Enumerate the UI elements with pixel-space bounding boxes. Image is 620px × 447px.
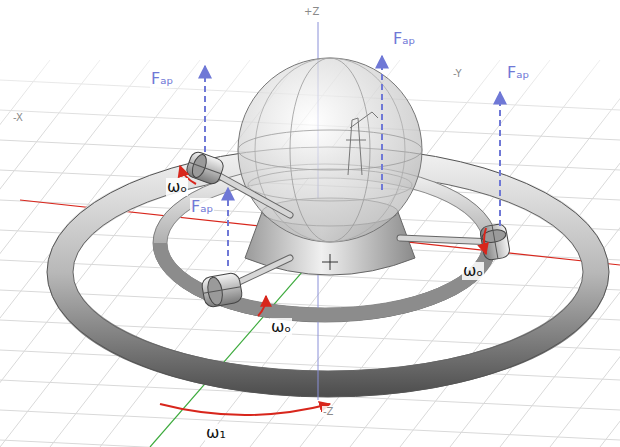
force-label: Fₐₚ bbox=[150, 70, 174, 88]
spin-rate-label: ωₒ bbox=[270, 318, 292, 336]
axis-label: -Z bbox=[322, 406, 334, 417]
force-label: Fₐₚ bbox=[392, 30, 416, 48]
rotor bbox=[201, 272, 244, 308]
axis-label: +Z bbox=[303, 6, 320, 17]
inner-ring-front bbox=[160, 243, 490, 315]
spin-rate-label: ω₁ bbox=[205, 424, 227, 442]
dome-sphere bbox=[238, 58, 422, 242]
axis-label: -Y bbox=[452, 68, 463, 79]
rotation-arrows bbox=[160, 166, 486, 415]
rotor bbox=[479, 223, 511, 261]
spin-rate-label: ωₒ bbox=[462, 262, 484, 280]
spokes bbox=[205, 168, 495, 290]
spin-rate-label: ωₒ bbox=[166, 178, 188, 196]
force-arrows bbox=[205, 56, 500, 266]
axis-label: -X bbox=[12, 112, 24, 123]
force-label: Fₐₚ bbox=[506, 64, 530, 82]
force-label: Fₐₚ bbox=[190, 198, 214, 216]
